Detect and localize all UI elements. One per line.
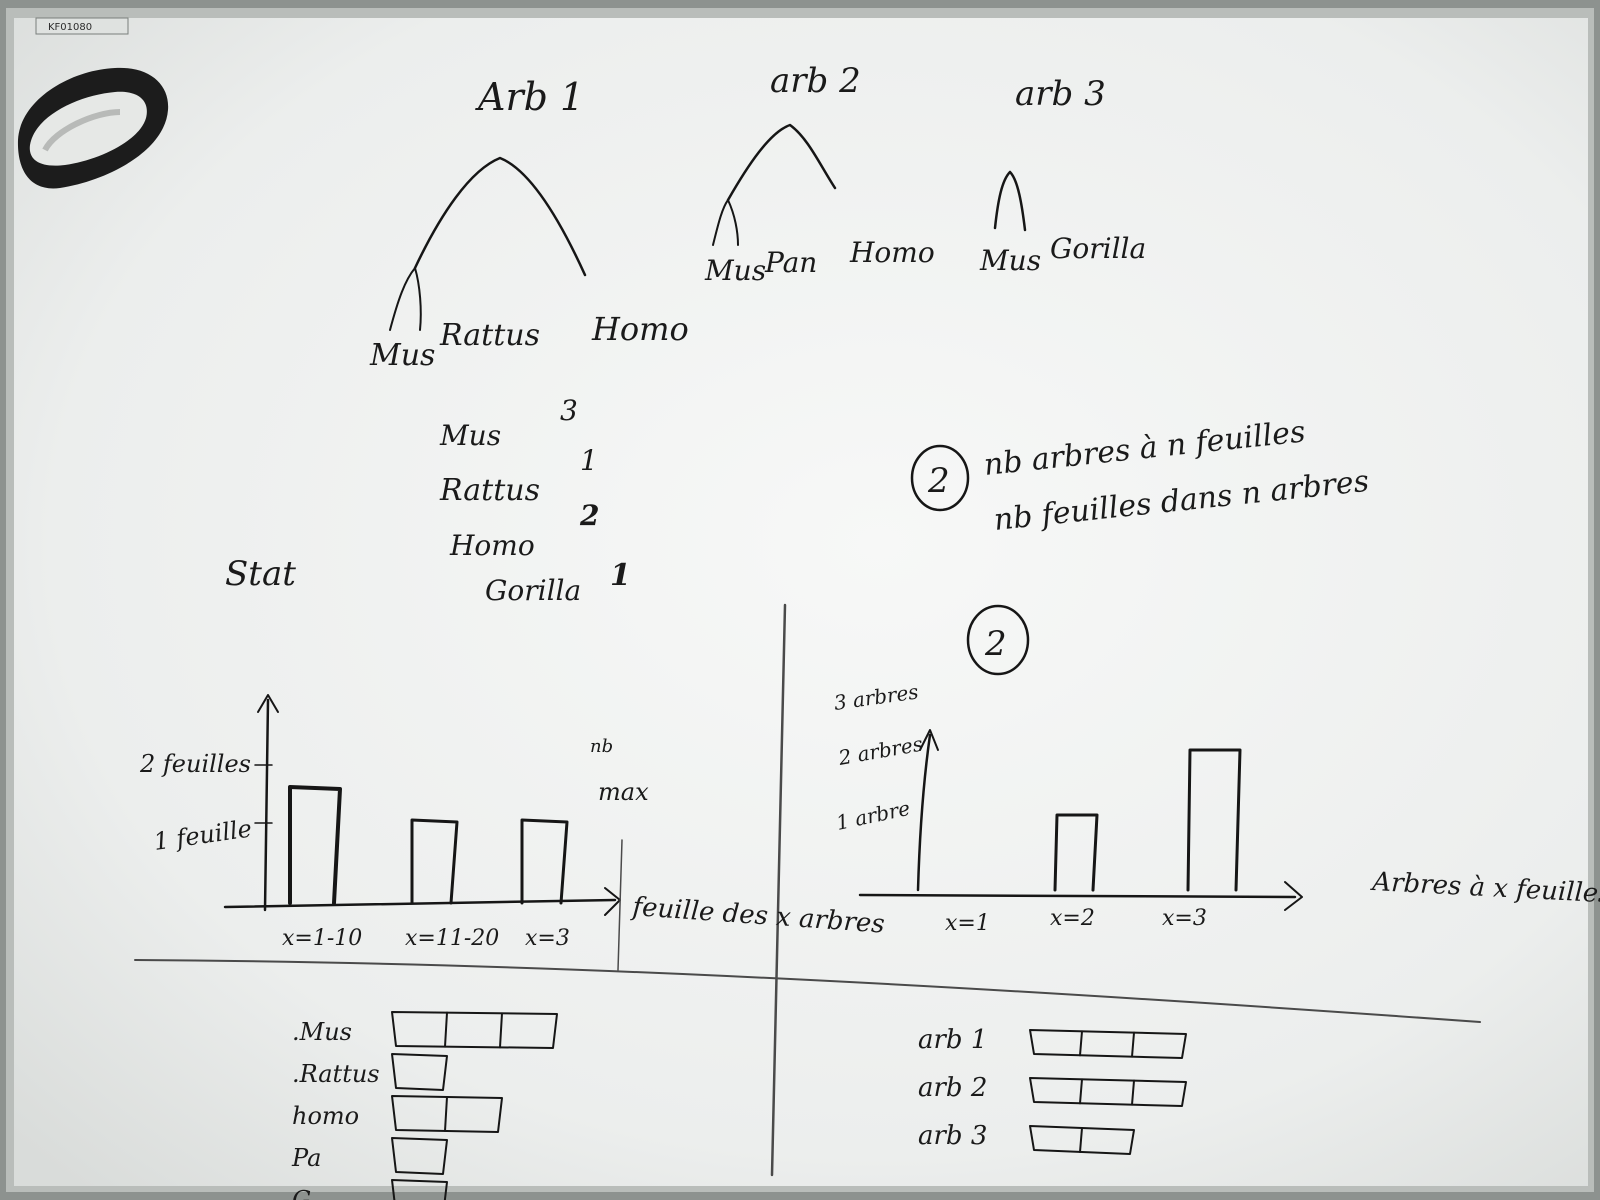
y-axis-arrow — [257, 694, 279, 713]
table-row-box — [391, 1137, 448, 1175]
tree-title: arb 2 — [770, 61, 861, 101]
y-axis — [916, 733, 932, 892]
chart1-bars — [288, 785, 569, 905]
tree-leaf: Mus — [369, 338, 435, 373]
tree-arb1: Arb 1 Mus Rattus Homo — [369, 75, 689, 373]
leaf-count-list: Mus 3 Rattus 1 Homo 2 Gorilla 1 — [439, 394, 631, 607]
max-line — [617, 839, 623, 971]
x-tick-label: x=11-20 — [405, 926, 499, 951]
tree-leaf: Homo — [591, 310, 689, 348]
bar-x=1-10 — [288, 785, 342, 905]
table-row-box — [1029, 1125, 1135, 1155]
table-row-label: .Mus — [292, 1018, 352, 1046]
leaf-name: Rattus — [439, 473, 540, 508]
leaf-name: Mus — [439, 419, 501, 452]
table-cell-divider — [1131, 1079, 1135, 1106]
chart-marker: 2 — [984, 624, 1007, 664]
side-label: nb — [590, 736, 613, 757]
board-surface — [14, 18, 1588, 1186]
leaf-count: 1 — [610, 558, 631, 593]
table-cell-divider — [1079, 1078, 1083, 1105]
table-row-label: .Rattus — [292, 1060, 380, 1088]
y-tick-label: 2 feuilles — [139, 750, 251, 778]
tree-arb3: arb 3 Mus Gorilla — [979, 74, 1146, 277]
x-tick-label: x=2 — [1050, 906, 1095, 931]
table-row-label: G — [292, 1186, 311, 1200]
table-row-label: arb 2 — [918, 1073, 987, 1103]
table-row-box — [391, 1179, 448, 1200]
tree-leaf: Mus — [979, 244, 1041, 277]
x-tick-label: x=3 — [1162, 906, 1207, 931]
bar-x=2 — [1053, 813, 1099, 892]
table-row-box — [391, 1053, 448, 1091]
leaf-count: 1 — [580, 444, 598, 477]
tree-leaf: Rattus — [439, 318, 540, 353]
vertical-divider — [770, 603, 787, 1177]
leaf-count: 3 — [560, 394, 578, 427]
stat-label: Stat — [225, 554, 296, 594]
leaf-name: Gorilla — [485, 574, 581, 607]
x-tick-label: x=3 — [525, 926, 570, 951]
bar-x=11-20 — [410, 818, 459, 905]
tree-table: arb 1 arb 2 arb 3 — [918, 1025, 1187, 1155]
table-cell-divider — [1131, 1031, 1135, 1058]
tree-leaf: Homo — [849, 236, 935, 269]
x-axis — [858, 893, 1297, 899]
tree-leaf: Gorilla — [1050, 232, 1146, 265]
leaf-name: Homo — [449, 529, 535, 562]
x-tick-label: x=1 — [945, 911, 990, 936]
tree-leaf: Pan — [764, 246, 817, 279]
svg-text:KF01080: KF01080 — [48, 22, 92, 33]
table-row-label: arb 3 — [918, 1121, 987, 1151]
x-tick-label: x=1-10 — [282, 926, 362, 951]
eraser[interactable] — [17, 67, 169, 189]
table-row-box — [391, 1095, 503, 1133]
table-row-label: homo — [292, 1102, 359, 1130]
table-cell-divider — [444, 1011, 448, 1048]
tree-leaf: Mus — [704, 254, 766, 287]
tree-title: arb 3 — [1015, 74, 1106, 114]
frame-sticker: KF01080 — [35, 17, 129, 35]
chart2-bars — [1053, 748, 1242, 892]
x-axis — [223, 898, 617, 909]
table-cell-divider — [444, 1096, 448, 1132]
y-axis — [263, 698, 270, 912]
chart-trees-per-leafcount: 2 3 arbres 2 arbres 1 arbre x=1 x=2 x=3 … — [832, 604, 1600, 936]
table-row-label: arb 1 — [918, 1025, 987, 1055]
table-row-label: Pa — [291, 1144, 321, 1172]
bar-x=3 — [520, 818, 569, 905]
y-axis-arrow — [919, 729, 939, 751]
side-label: max — [598, 778, 649, 806]
table-cell-divider — [1079, 1127, 1083, 1153]
x-axis-arrow — [1284, 881, 1303, 911]
table-cell-divider — [1079, 1030, 1083, 1057]
tree-title: Arb 1 — [475, 75, 584, 119]
leaf-count: 2 — [579, 499, 599, 532]
svg-text:2: 2 — [927, 461, 950, 501]
table-cell-divider — [499, 1012, 503, 1049]
bar-x=3 — [1186, 748, 1242, 892]
horizontal-divider — [134, 959, 1481, 1023]
tree-arb2: arb 2 Mus Pan Homo — [704, 61, 935, 287]
